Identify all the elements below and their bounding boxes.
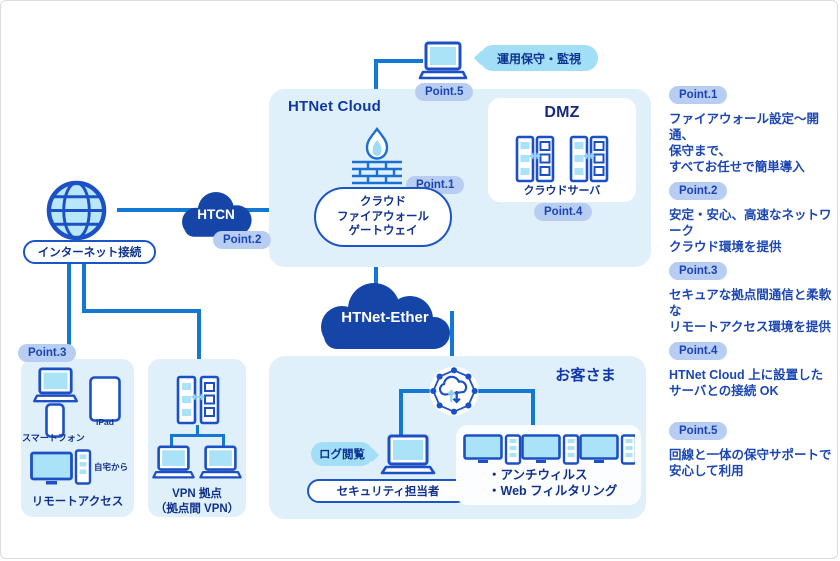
point-4-item: Point.4 HTNet Cloud 上に設置した サーバとの接続 OK — [669, 341, 834, 399]
customer-label: お客さま — [555, 367, 616, 384]
log-view-text: ログ閲覧 — [319, 449, 365, 461]
point-5-item: Point.5 回線と一体の保守サポートで 安心して利用 — [669, 421, 834, 479]
monitoring-bubble-text: 運用保守・監視 — [496, 51, 581, 66]
point-3-badge: Point.3 — [669, 262, 728, 280]
point-2-item: Point.2 安定・安心、高速なネットワーク クラウド環境を提供 — [669, 181, 834, 255]
point-1-item: Point.1 ファイアウォール設定～開通、 保守まで、 すべてお任せで簡単導入 — [669, 85, 834, 175]
home-desktop-icon — [30, 449, 92, 485]
htnet-cloud-label: HTNet Cloud — [288, 98, 382, 115]
connector-ether-customer — [450, 311, 454, 369]
vpn-panel — [148, 359, 246, 517]
connector-router-laptop-h — [399, 389, 431, 393]
point-1-line3: すべてお任せで簡単導入 — [669, 160, 805, 174]
point5-badge: Point.5 — [415, 83, 474, 101]
security-operator-pill: セキュリティ担当者 — [307, 479, 469, 503]
ipad-icon — [89, 376, 121, 422]
smartphone-icon — [45, 403, 65, 438]
monitoring-laptop-icon — [418, 41, 468, 80]
gateway-line1: クラウド — [360, 196, 406, 209]
connector-monitor-horizontal — [374, 59, 423, 63]
gateway-line3: ゲートウェイ — [348, 225, 418, 238]
cloud-firewall-gateway: クラウド ファイアウォール ゲートウェイ — [314, 187, 452, 247]
point-3-line2: リモートアクセス環境を提供 — [669, 320, 831, 334]
connector-internet-vpn-v2 — [197, 309, 201, 373]
internet-connection-pill: インターネット接続 — [23, 240, 156, 264]
htnet-ether-label: HTNet-Ether — [341, 309, 429, 326]
from-home-label: 自宅から — [94, 462, 129, 472]
vpn-bracket-stem — [196, 425, 199, 435]
sync-arrow-icon — [529, 152, 541, 160]
vpn-caption-line1: VPN 拠点 — [172, 488, 222, 500]
vpn-caption-line2: （拠点間 VPN） — [154, 503, 240, 515]
dmz-title: DMZ — [544, 104, 580, 121]
point-1-line1: ファイアウォール設定～開通、 — [669, 112, 820, 142]
point-5-badge: Point.5 — [669, 422, 728, 440]
security-operator-label: セキュリティ担当者 — [336, 486, 440, 498]
point-1-badge: Point.1 — [669, 86, 728, 104]
point-3-item: Point.3 セキュアな拠点間通信と柔軟な リモートアクセス環境を提供 — [669, 261, 834, 335]
customer-feature-list: ・アンチウィルス ・Web フィルタリング — [488, 467, 617, 499]
remote-laptop-icon — [33, 367, 78, 403]
point-4-badge: Point.4 — [669, 342, 728, 360]
point-1-line2: 保守まで、 — [669, 144, 732, 158]
sync-arrow-icon — [191, 393, 205, 401]
connector-router-devices-v — [531, 389, 535, 429]
connector-internet-vpn-v1 — [82, 264, 86, 313]
point-2-line2: クラウド環境を提供 — [669, 240, 782, 254]
connector-gateway-ether — [374, 247, 378, 293]
point-5-line2: 安心して利用 — [669, 464, 744, 478]
point-2-badge: Point.2 — [669, 182, 728, 200]
htcn-label: HTCN — [197, 207, 235, 222]
point-5-line1: 回線と一体の保守サポートで — [669, 448, 832, 462]
vpn-bracket-right — [222, 434, 225, 446]
point-4-line1: HTNet Cloud 上に設置した — [669, 368, 824, 382]
feature-webfilter: ・Web フィルタリング — [488, 484, 618, 498]
point-2-line1: 安定・安心、高速なネットワーク — [669, 208, 832, 238]
connector-internet-vpn-h — [82, 309, 201, 313]
gateway-line2: ファイアウォール — [337, 210, 429, 223]
internet-globe-icon — [46, 180, 107, 241]
point2-badge: Point.2 — [213, 231, 272, 249]
sync-arrow-icon — [583, 152, 595, 160]
point-3-line1: セキュアな拠点間通信と柔軟な — [669, 288, 832, 318]
vpn-bracket-left — [170, 434, 173, 446]
bubble-tail — [473, 50, 489, 66]
htnet-ether-cloud-icon — [321, 283, 450, 349]
connector-router-laptop-v — [399, 389, 403, 437]
vpn-laptop-icon-2 — [199, 445, 242, 479]
vpn-laptop-icon-1 — [152, 445, 195, 479]
point3-badge: Point.3 — [18, 344, 77, 362]
firewall-icon — [352, 127, 402, 185]
monitoring-bubble: 運用保守・監視 — [473, 45, 598, 71]
ipad-label: iPad — [96, 417, 114, 427]
smartphone-label: スマートフォン — [22, 433, 85, 443]
vpn-server-icons — [176, 375, 220, 425]
customer-desktop-icons — [463, 434, 635, 465]
dmz-box — [488, 98, 636, 202]
point-4-line2: サーバとの接続 OK — [669, 384, 779, 398]
vpn-bracket-bar — [170, 434, 225, 437]
remote-access-caption: リモートアクセス — [31, 496, 124, 508]
point4-badge: Point.4 — [534, 203, 593, 221]
security-operator-laptop-icon — [380, 434, 436, 475]
cloud-network-icon — [429, 366, 479, 416]
cloud-server-icons — [515, 135, 609, 183]
log-view-bubble: ログ閲覧 — [311, 442, 380, 466]
connector-router-devices-h — [478, 389, 535, 393]
feature-antivirus: ・アンチウィルス — [488, 468, 588, 482]
cloud-server-label: クラウドサーバ — [523, 185, 601, 197]
connector-internet-remote — [67, 264, 71, 347]
internet-connection-label: インターネット接続 — [37, 247, 142, 259]
